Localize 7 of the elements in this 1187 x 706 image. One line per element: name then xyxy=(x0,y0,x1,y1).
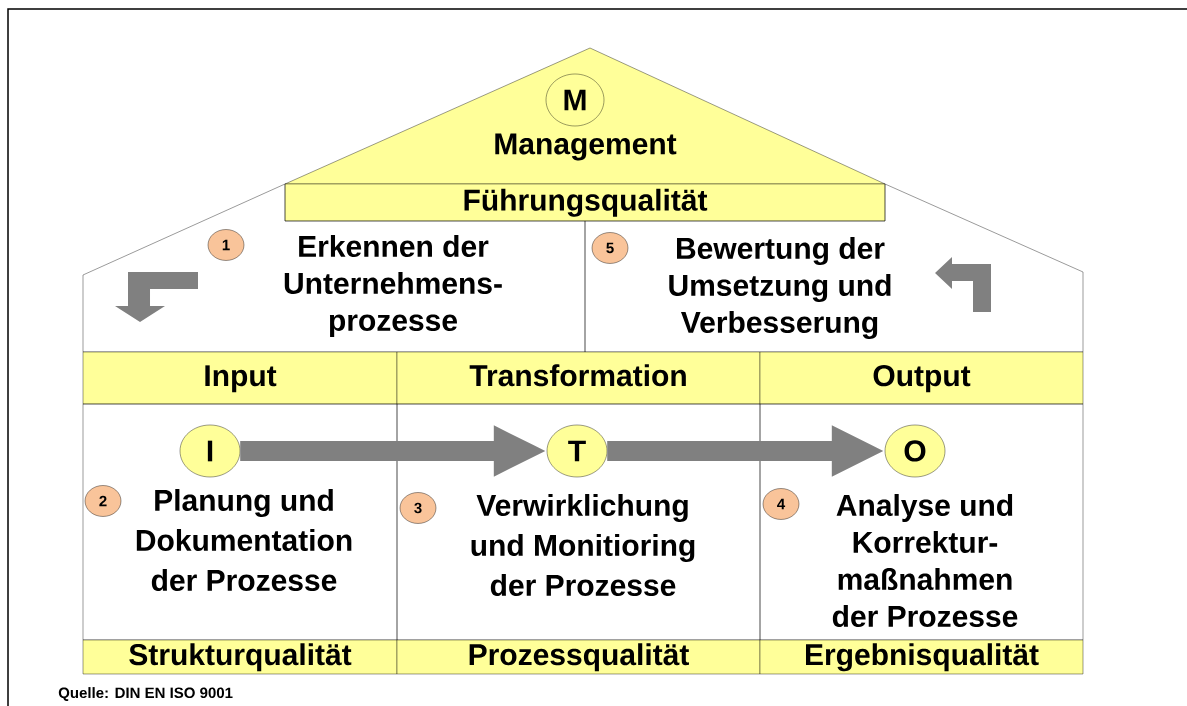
heading-bar: Führungsqualität xyxy=(284,183,886,222)
heading-bar: Ergebnisqualität xyxy=(759,639,1084,675)
heading-bar: Transformation xyxy=(396,351,761,405)
heading-bar: Prozessqualität xyxy=(396,639,761,675)
heading-bar: Strukturqualität xyxy=(82,639,398,675)
heading-bar: Output xyxy=(759,351,1084,405)
heading-bar: Input xyxy=(82,351,398,405)
